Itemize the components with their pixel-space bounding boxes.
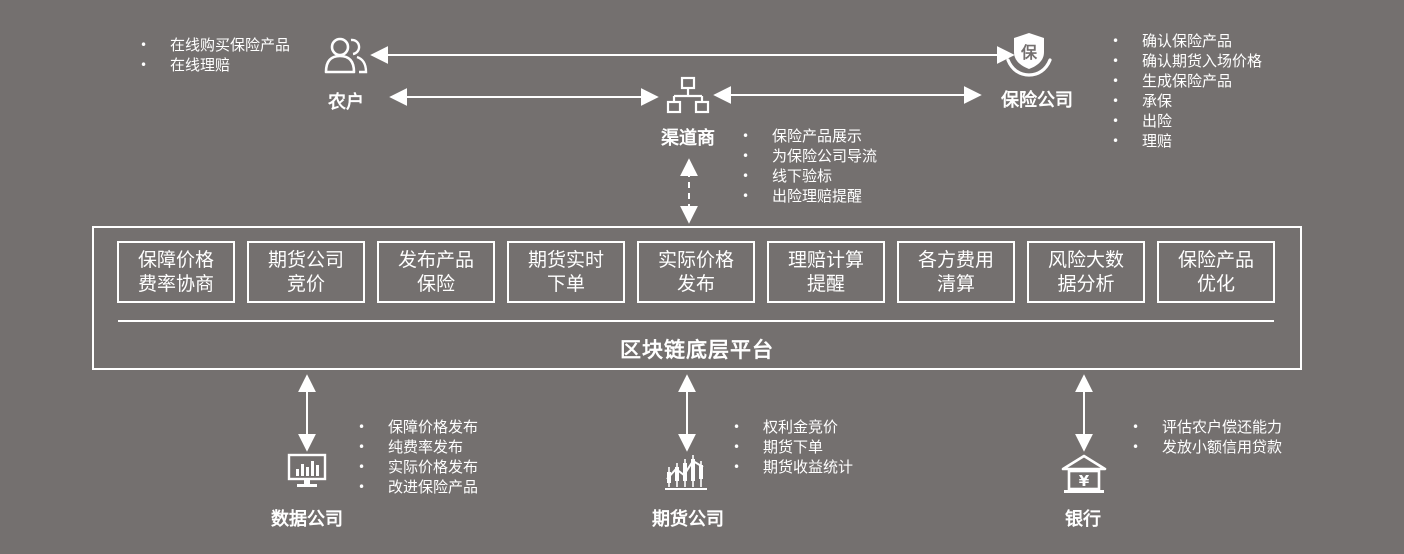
- list-item: 保险产品展示: [742, 126, 877, 146]
- monitor-chart-icon: [287, 453, 327, 487]
- platform-module: 期货公司 竞价: [247, 241, 365, 303]
- list-item: 保障价格发布: [358, 417, 478, 437]
- platform-module: 风险大数 据分析: [1027, 241, 1145, 303]
- data-company-bullet-list: 保障价格发布 纯费率发布 实际价格发布 改进保险产品: [358, 417, 478, 497]
- list-item: 发放小额信用贷款: [1132, 437, 1282, 457]
- channel-bullet-list: 保险产品展示 为保险公司导流 线下验标 出险理赔提醒: [742, 126, 877, 206]
- platform-module: 理赔计算 提醒: [767, 241, 885, 303]
- list-item: 生成保险产品: [1112, 71, 1262, 91]
- list-item: 理赔: [1112, 131, 1262, 151]
- list-item: 评估农户偿还能力: [1132, 417, 1282, 437]
- list-item: 实际价格发布: [358, 457, 478, 477]
- farmer-label: 农户: [328, 92, 364, 113]
- list-item: 在线理赔: [140, 55, 290, 75]
- bank-icon: ¥: [1061, 454, 1107, 493]
- list-item: 纯费率发布: [358, 437, 478, 457]
- platform-module: 各方费用 清算: [897, 241, 1015, 303]
- futures-company-bullet-list: 权利金竞价 期货下单 期货收益统计: [733, 417, 853, 477]
- insurance-shield-icon: 保: [1006, 33, 1052, 77]
- channel-label: 渠道商: [661, 128, 715, 149]
- list-item: 出险理赔提醒: [742, 186, 877, 206]
- bank-icon-glyph: ¥: [1079, 472, 1090, 490]
- list-item: 改进保险产品: [358, 477, 478, 497]
- list-item: 出险: [1112, 111, 1262, 131]
- blockchain-platform: 保障价格 费率协商 期货公司 竞价 发布产品 保险 期货实时 下单 实际价格 发…: [92, 226, 1302, 370]
- platform-module: 发布产品 保险: [377, 241, 495, 303]
- insurer-label: 保险公司: [1001, 90, 1073, 111]
- bank-label: 银行: [1065, 509, 1101, 530]
- platform-title: 区块链底层平台: [620, 338, 774, 362]
- platform-divider: [118, 320, 1274, 322]
- candlestick-chart-icon: [665, 455, 707, 490]
- farmer-bullet-list: 在线购买保险产品 在线理赔: [140, 35, 290, 75]
- insurer-icon-glyph: 保: [1020, 43, 1038, 62]
- list-item: 期货收益统计: [733, 457, 853, 477]
- list-item: 线下验标: [742, 166, 877, 186]
- hierarchy-icon: [666, 76, 710, 114]
- bank-bullet-list: 评估农户偿还能力 发放小额信用贷款: [1132, 417, 1282, 457]
- users-icon: [324, 37, 368, 74]
- list-item: 权利金竞价: [733, 417, 853, 437]
- list-item: 在线购买保险产品: [140, 35, 290, 55]
- list-item: 期货下单: [733, 437, 853, 457]
- platform-module: 保障价格 费率协商: [117, 241, 235, 303]
- list-item: 确认保险产品: [1112, 31, 1262, 51]
- data-company-label: 数据公司: [271, 509, 343, 530]
- list-item: 确认期货入场价格: [1112, 51, 1262, 71]
- insurer-bullet-list: 确认保险产品 确认期货入场价格 生成保险产品 承保 出险 理赔: [1112, 31, 1262, 151]
- platform-module: 保险产品 优化: [1157, 241, 1275, 303]
- platform-module: 期货实时 下单: [507, 241, 625, 303]
- futures-company-label: 期货公司: [652, 509, 724, 530]
- platform-module: 实际价格 发布: [637, 241, 755, 303]
- list-item: 为保险公司导流: [742, 146, 877, 166]
- list-item: 承保: [1112, 91, 1262, 111]
